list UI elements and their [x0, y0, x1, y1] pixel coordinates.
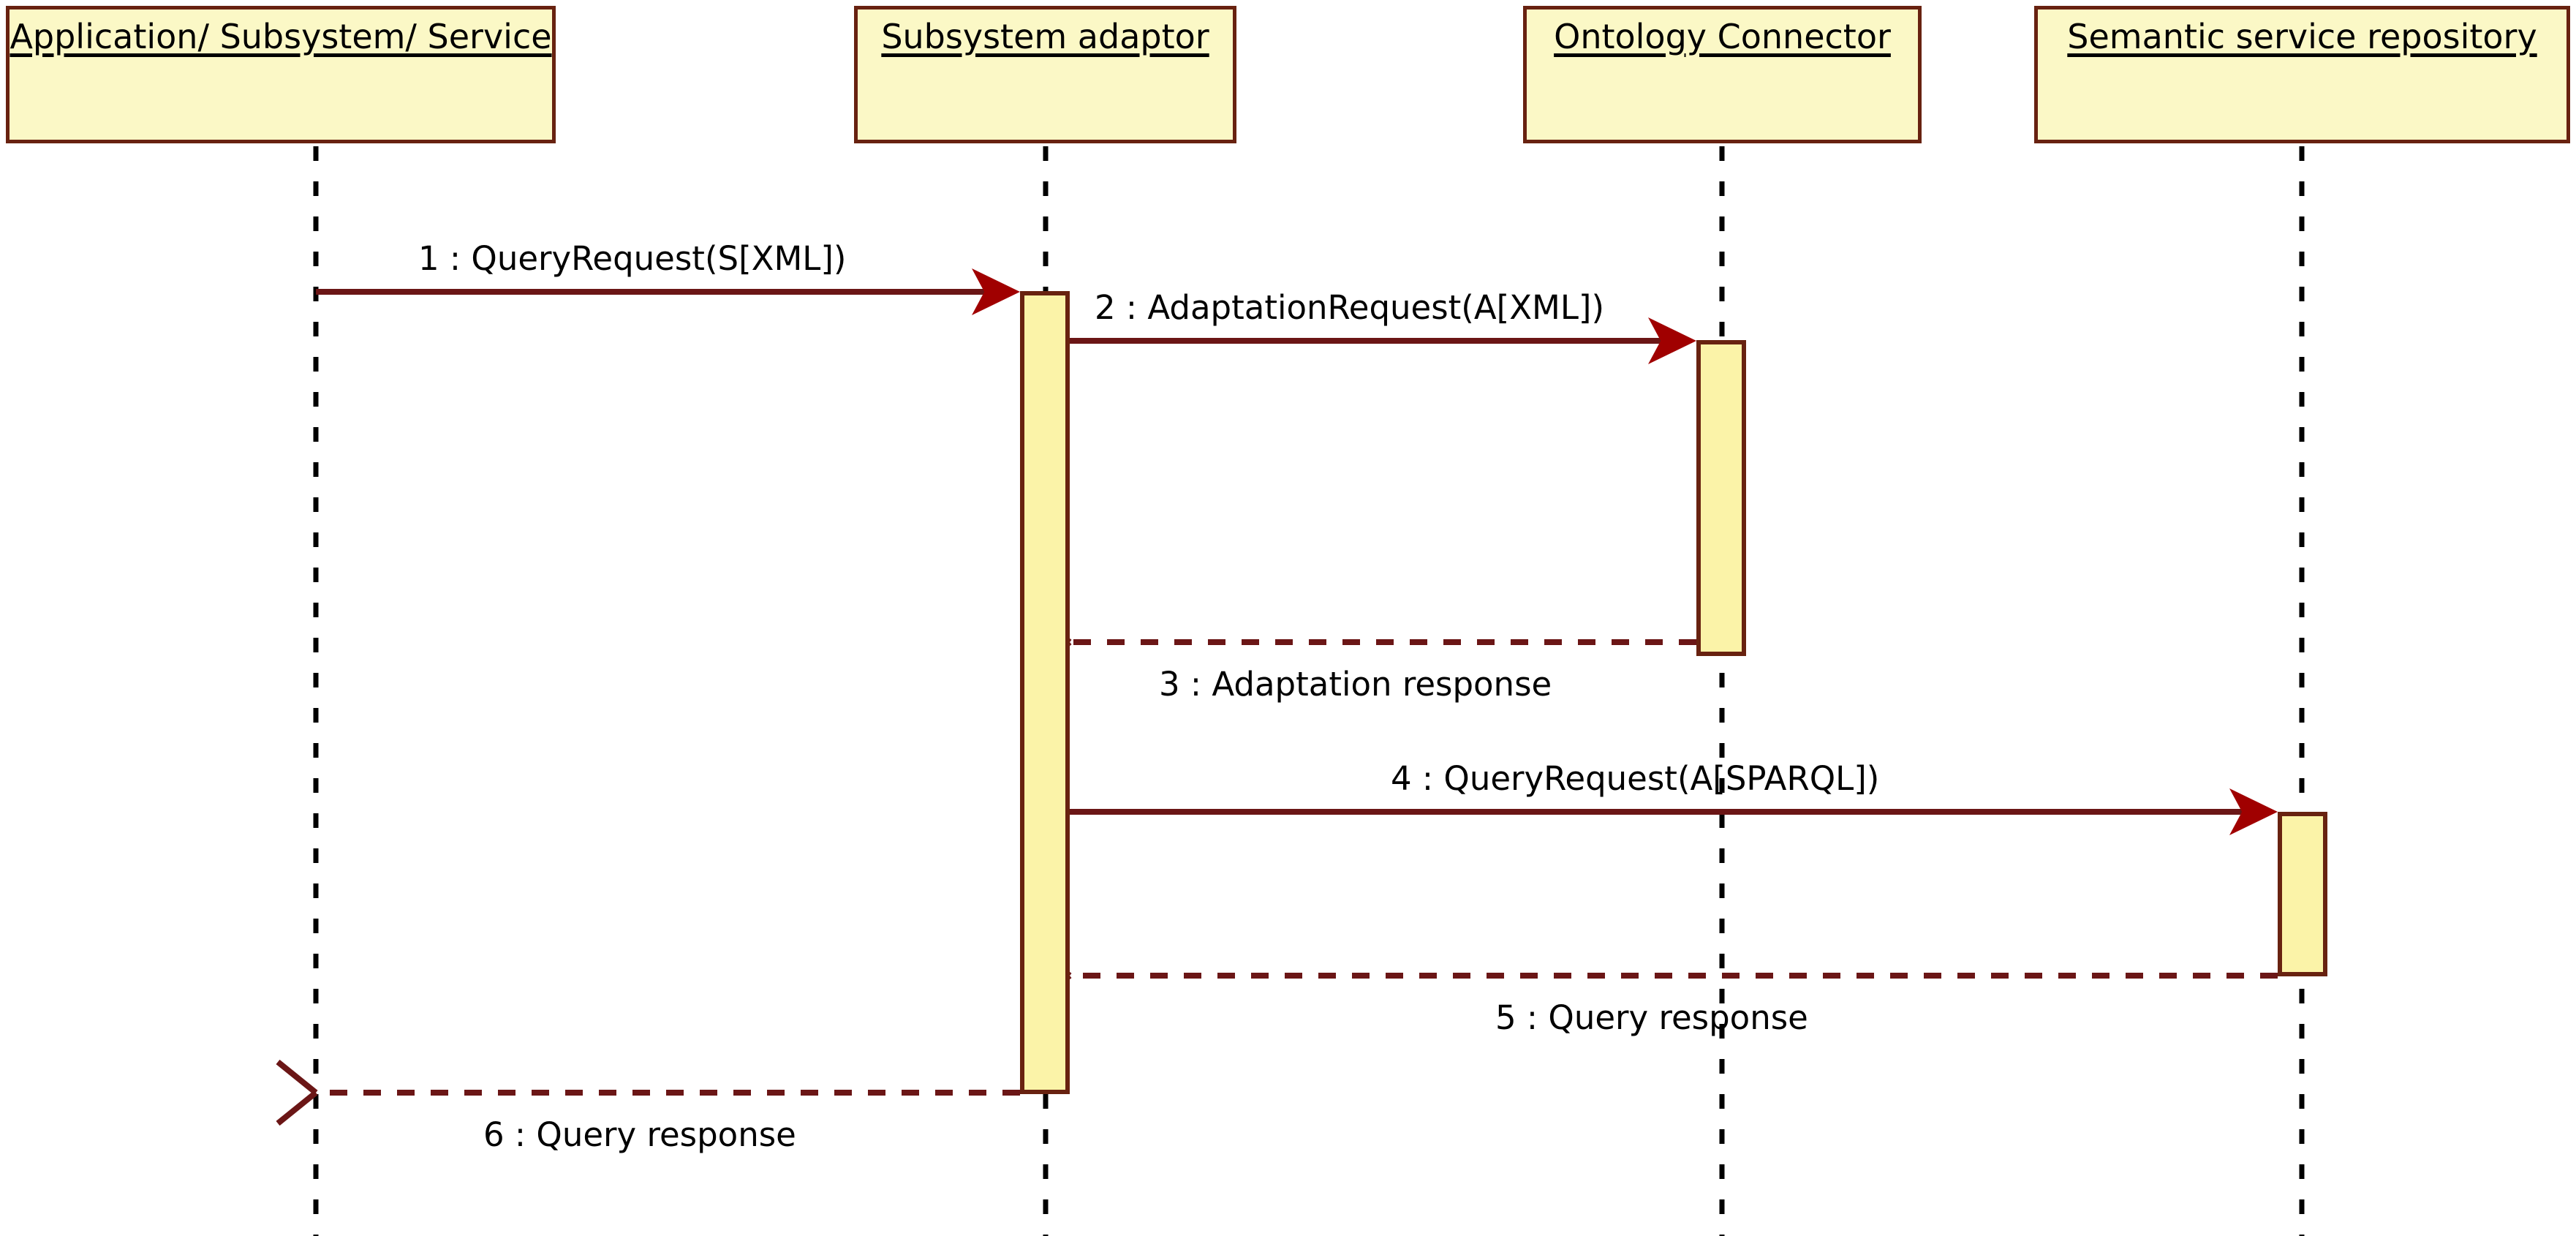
message-4-arrow[interactable]	[1070, 788, 2278, 835]
participant-label-subsystem-adaptor: Subsystem adaptor	[881, 17, 1209, 56]
activation-subsystem-adaptor[interactable]	[1020, 291, 1070, 1094]
message-1-arrow[interactable]	[316, 268, 1020, 315]
participant-label-application: Application/ Subsystem/ Service	[10, 17, 552, 56]
message-5-arrow[interactable]	[1030, 942, 2278, 1009]
activation-semantic-repository[interactable]	[2278, 812, 2327, 976]
message-label-2: 2 : AdaptationRequest(A[XML])	[1095, 288, 1605, 327]
message-label-3: 3 : Adaptation response	[1159, 665, 1552, 704]
message-label-4: 4 : QueryRequest(A[SPARQL])	[1391, 759, 1880, 798]
participant-box-application[interactable]: Application/ Subsystem/ Service	[6, 6, 556, 143]
message-6-arrowhead	[276, 1059, 318, 1096]
message-3-arrow[interactable]	[1030, 608, 1696, 676]
message-1-arrowhead	[972, 268, 1020, 315]
message-2-arrowhead	[1648, 317, 1696, 364]
message-4-arrowhead	[2229, 788, 2278, 835]
participant-label-semantic-service-repository: Semantic service repository	[2067, 17, 2537, 56]
message-label-6: 6 : Query response	[483, 1115, 796, 1154]
message-6-arrow[interactable]	[276, 1059, 1020, 1126]
participant-box-semantic-service-repository[interactable]: Semantic service repository	[2034, 6, 2570, 143]
message-2-arrow[interactable]	[1070, 317, 1696, 364]
message-label-1: 1 : QueryRequest(S[XML])	[418, 239, 847, 278]
message-6-arrowhead	[276, 1090, 318, 1126]
message-label-5: 5 : Query response	[1495, 998, 1808, 1037]
participant-box-subsystem-adaptor[interactable]: Subsystem adaptor	[854, 6, 1236, 143]
participant-label-ontology-connector: Ontology Connector	[1554, 17, 1891, 56]
participant-box-ontology-connector[interactable]: Ontology Connector	[1523, 6, 1922, 143]
activation-ontology-connector[interactable]	[1696, 340, 1746, 656]
